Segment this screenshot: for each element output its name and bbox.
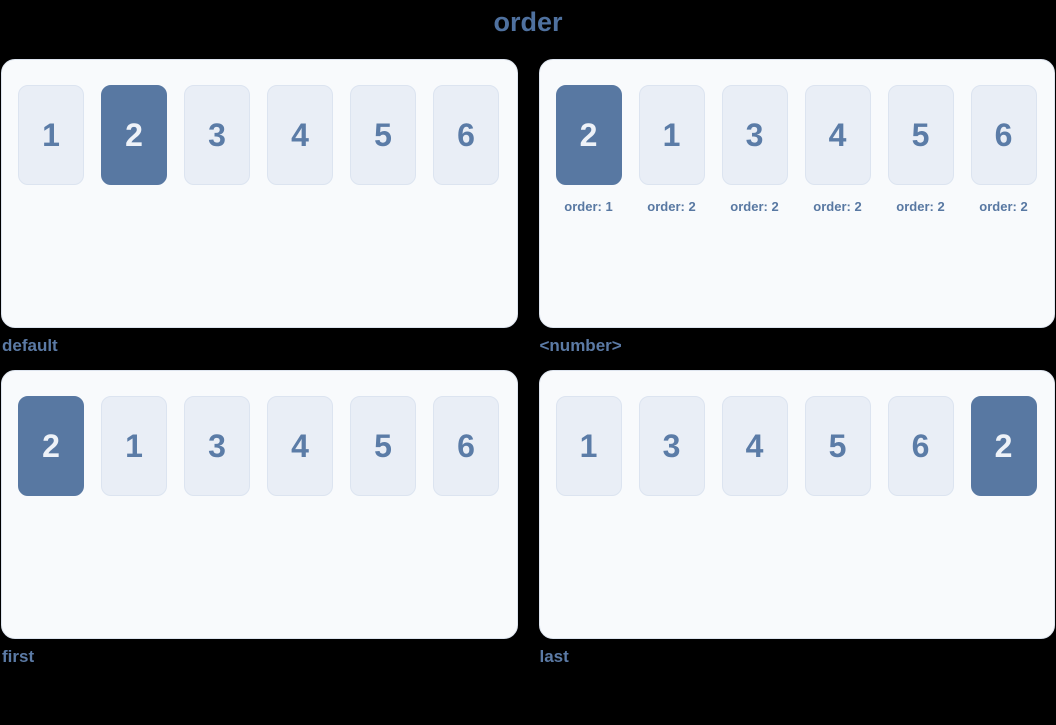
flex-item: 5	[804, 396, 871, 496]
flex-item-cell: 2	[18, 396, 84, 496]
flex-item-highlighted: 2	[970, 396, 1037, 496]
flex-item: 6	[887, 396, 954, 496]
flex-item: 3	[184, 85, 250, 185]
flex-item-cell: 4	[267, 396, 333, 496]
flex-item-cell: 5	[804, 396, 871, 496]
order-value-label: order: 2	[896, 199, 945, 214]
flex-item: 1	[638, 85, 705, 185]
flex-item: 1	[18, 85, 84, 185]
flex-item-highlighted: 2	[101, 85, 167, 185]
order-value-label: order: 2	[730, 199, 779, 214]
demo-number: 2 order: 1 1 order: 2 3 order: 2 4 order: 2 5 ord…	[538, 59, 1055, 356]
flex-item-cell: 5	[350, 396, 416, 496]
flex-item: 6	[433, 396, 499, 496]
demo-caption-first: first	[2, 647, 35, 666]
order-value-label: order: 2	[813, 199, 862, 214]
flex-item-cell: 5	[350, 85, 416, 185]
flex-item-cell: 3	[184, 85, 250, 185]
flex-item-cell: 1 order: 2	[638, 85, 705, 214]
flex-item: 3	[721, 85, 788, 185]
flex-item-cell: 3	[184, 396, 250, 496]
flex-item-cell: 6	[433, 396, 499, 496]
flex-item-cell: 1	[18, 85, 84, 185]
flex-row: 2 order: 1 1 order: 2 3 order: 2 4 order: 2 5 ord…	[555, 85, 1039, 214]
flex-item-cell: 2	[101, 85, 167, 185]
flex-item: 5	[350, 85, 416, 185]
flex-item-highlighted: 2	[18, 396, 84, 496]
flex-item: 6	[433, 85, 499, 185]
flex-item: 6	[970, 85, 1037, 185]
flex-item-cell: 4 order: 2	[804, 85, 871, 214]
flex-item-cell: 6	[433, 85, 499, 185]
flex-item-cell: 6 order: 2	[970, 85, 1037, 214]
flex-item: 4	[804, 85, 871, 185]
flex-item-cell: 6	[887, 396, 954, 496]
flex-item-cell: 2 order: 1	[555, 85, 622, 214]
page-title: order	[493, 7, 563, 37]
flex-item: 4	[267, 396, 333, 496]
order-value-label: order: 1	[564, 199, 613, 214]
demo-caption-last: last	[539, 647, 569, 666]
demo-caption-number: <number>	[539, 336, 622, 355]
flex-item: 1	[101, 396, 167, 496]
order-value-label: order: 2	[979, 199, 1028, 214]
flex-item: 5	[887, 85, 954, 185]
flex-item-cell: 4	[267, 85, 333, 185]
flex-item: 3	[638, 396, 705, 496]
flex-item-cell: 4	[721, 396, 788, 496]
flex-item: 1	[555, 396, 622, 496]
flex-item-cell: 3	[638, 396, 705, 496]
demo-number-panel: 2 order: 1 1 order: 2 3 order: 2 4 order: 2 5 ord…	[538, 59, 1055, 328]
flex-item-cell: 3 order: 2	[721, 85, 788, 214]
flex-item: 3	[184, 396, 250, 496]
flex-item-cell: 1	[101, 396, 167, 496]
flex-item-cell: 5 order: 2	[887, 85, 954, 214]
flex-item: 4	[721, 396, 788, 496]
flex-item: 5	[350, 396, 416, 496]
flex-item-highlighted: 2	[555, 85, 622, 185]
flex-item-cell: 2	[970, 396, 1037, 496]
flex-item: 4	[267, 85, 333, 185]
demo-caption-default: default	[2, 336, 58, 355]
order-value-label: order: 2	[647, 199, 696, 214]
flex-item-cell: 1	[555, 396, 622, 496]
